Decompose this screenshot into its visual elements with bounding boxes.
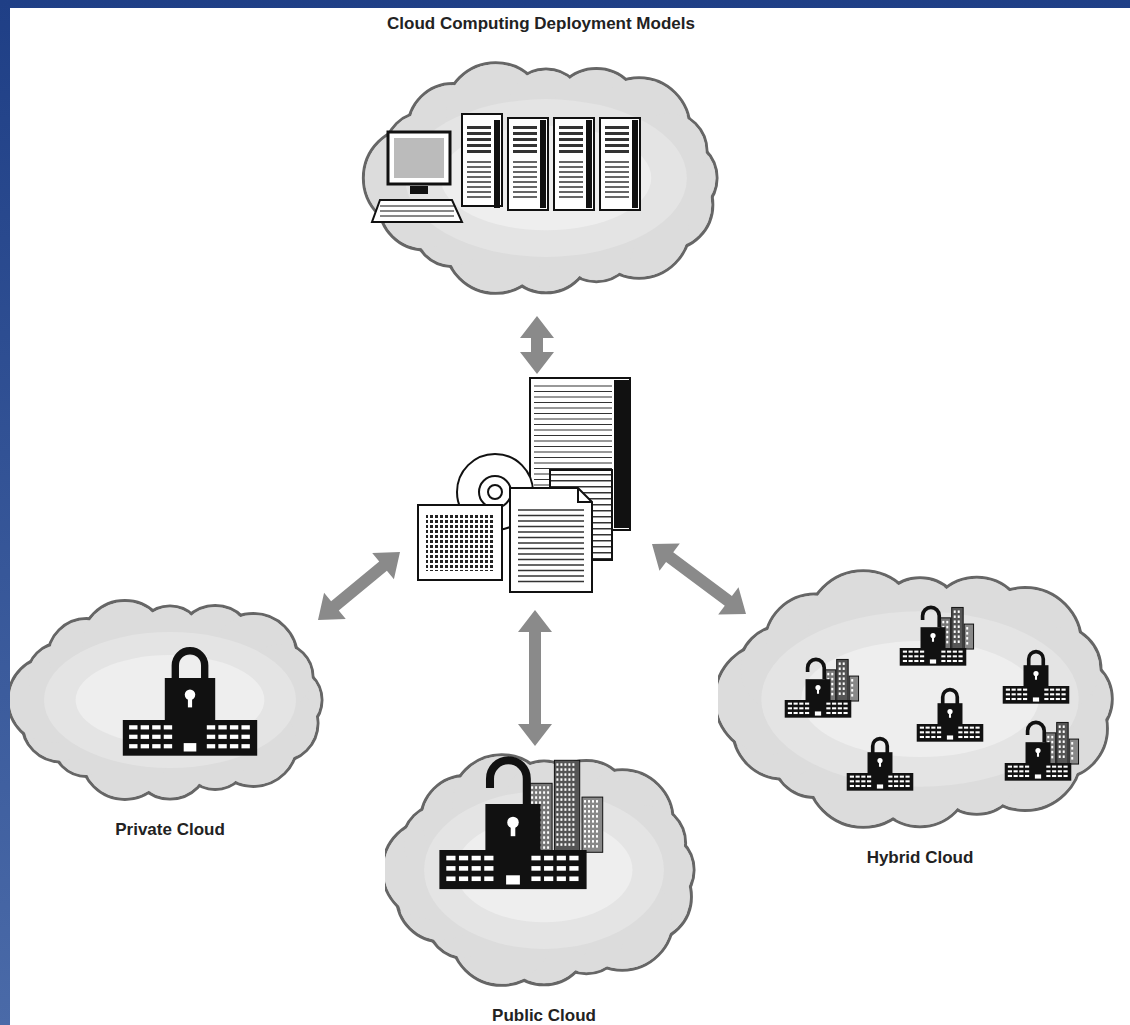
cloud-node: Public Cloud [385, 752, 703, 1025]
diagram-title: Cloud Computing Deployment Models [387, 14, 695, 34]
cloud-shape [10, 598, 330, 806]
cloud-shape [385, 752, 703, 992]
lock-server-icon [123, 651, 257, 756]
cloud-node: Private Cloud [10, 598, 330, 844]
cloud-label: Private Cloud [10, 820, 330, 840]
double-arrow [318, 552, 400, 620]
server-cloud [363, 63, 717, 294]
cloud-label: Public Cloud [385, 1006, 703, 1025]
data-center-icon [418, 378, 630, 592]
lock-server-icon [917, 690, 984, 742]
lock-server-icon [1005, 722, 1079, 780]
double-arrow [652, 544, 746, 615]
page-ground [10, 8, 1130, 1025]
double-arrow [520, 316, 554, 374]
double-arrow [518, 610, 552, 746]
double-arrow [318, 316, 746, 746]
lock-server-icon [900, 607, 974, 665]
cloud-label: Hybrid Cloud [718, 848, 1122, 868]
cloud-shape [718, 568, 1122, 834]
lock-server-icon [1003, 652, 1070, 704]
lock-server-icon [847, 739, 914, 791]
cloud-node: Hybrid Cloud [718, 568, 1122, 872]
lock-server-icon [439, 760, 602, 889]
lock-server-icon [785, 659, 859, 717]
